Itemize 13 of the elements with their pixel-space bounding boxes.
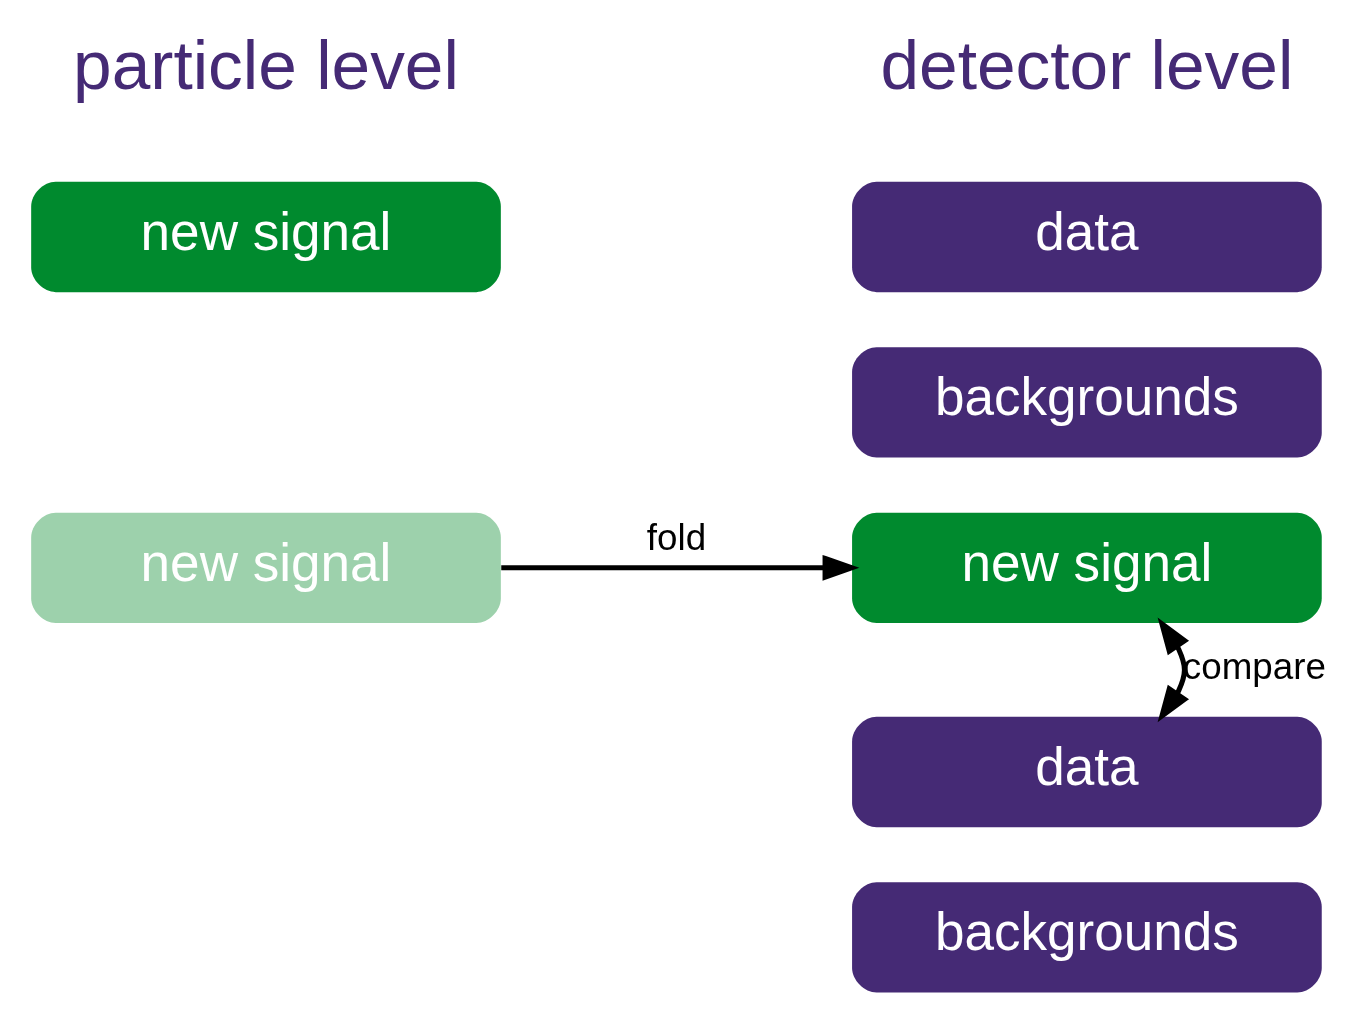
- arrow: [1157, 617, 1189, 723]
- node-box: new signal: [30, 181, 501, 293]
- node-box: new signal: [851, 512, 1322, 623]
- node-box: backgrounds: [851, 347, 1322, 458]
- node-box: new signal: [30, 512, 501, 623]
- edge-label: fold: [646, 517, 706, 559]
- node-box: data: [851, 716, 1322, 828]
- arrow: [500, 554, 859, 581]
- label: particle level: [72, 26, 459, 105]
- edge-label: compare: [1182, 645, 1326, 687]
- node-box: data: [851, 181, 1322, 293]
- node-box: backgrounds: [851, 882, 1322, 993]
- label: detector level: [880, 26, 1293, 105]
